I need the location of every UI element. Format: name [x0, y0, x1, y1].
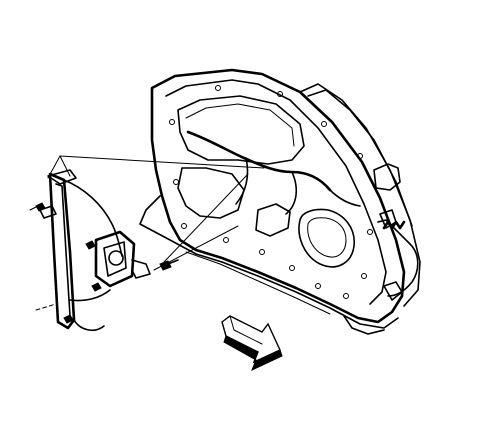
front-of-vehicle-arrow-icon: [221, 315, 283, 371]
door-panel-cutouts: [177, 95, 355, 268]
door-inner-panel: [139, 68, 421, 335]
window-regulator-assembly: [29, 169, 151, 332]
wiring-harness: [186, 130, 361, 215]
door-hinge-check-link: [373, 163, 419, 301]
door-fasteners: [169, 85, 373, 299]
regulator-bolt: [159, 259, 179, 271]
leader-lines: [35, 155, 265, 311]
